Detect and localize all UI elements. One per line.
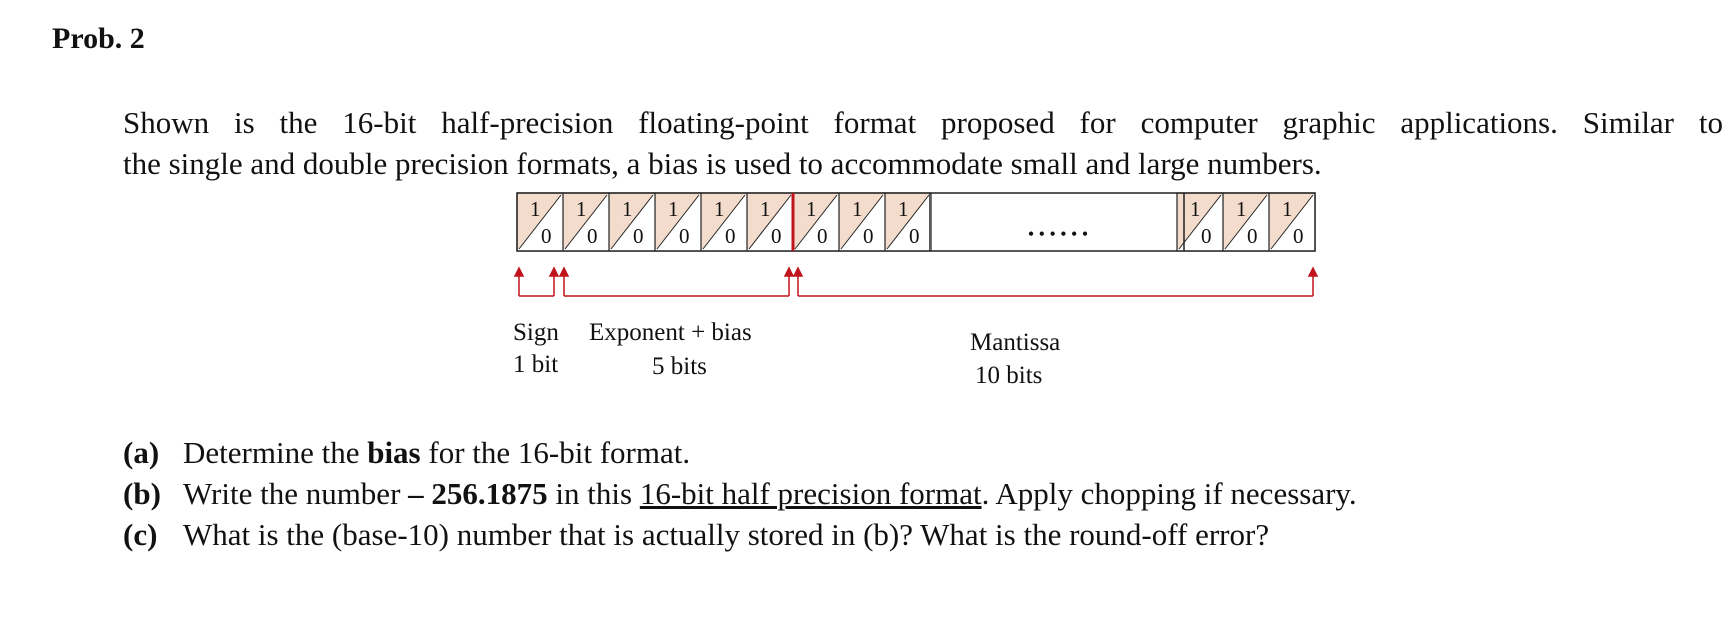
question-text: Write the number – 256.1875 in this 16-b… (183, 476, 1357, 511)
bit-bottom-digit: 0 (817, 224, 828, 248)
bit-top-digit: 1 (714, 197, 725, 221)
bit-bottom-digit: 0 (909, 224, 920, 248)
bit-top-digit: 1 (760, 197, 771, 221)
bit-top-digit: 1 (1282, 197, 1293, 221)
ellipsis-dots: • • • • • • (1028, 224, 1088, 244)
field-arrows (513, 266, 1319, 297)
bit-bottom-digit: 0 (541, 224, 552, 248)
bit-top-digit: 1 (576, 197, 587, 221)
bit-cell: 10 (700, 192, 748, 252)
intro-paragraph: Shown is the 16-bit half-precision float… (123, 102, 1723, 184)
bit-cell: 10 (838, 192, 886, 252)
bit-top-digit: 1 (806, 197, 817, 221)
bit-top-digit: 1 (1236, 197, 1247, 221)
format-link-text: 16-bit half precision format (639, 476, 982, 511)
question-text: What is the (base-10) number that is act… (183, 517, 1270, 552)
sign-label: Sign (513, 319, 559, 346)
bit-cell: 10 (1268, 192, 1316, 252)
question-list: (a) Determine the bias for the 16-bit fo… (123, 432, 1357, 555)
problem-title: Prob. 2 (52, 22, 145, 55)
bit-bottom-digit: 0 (1247, 224, 1258, 248)
question-text: Determine the bias for the 16-bit format… (183, 435, 691, 470)
intro-line-1: Shown is the 16-bit half-precision float… (123, 105, 1723, 140)
question-label: (a) (123, 435, 160, 470)
bit-top-digit: 1 (1190, 197, 1201, 221)
bit-bottom-digit: 0 (587, 224, 598, 248)
bit-top-digit: 1 (852, 197, 863, 221)
question-c: (c) What is the (base-10) number that is… (123, 514, 1357, 555)
bit-top-digit: 1 (898, 197, 909, 221)
question-label: (c) (123, 517, 158, 552)
question-label: (b) (123, 476, 161, 511)
exponent-size: 5 bits (652, 353, 707, 380)
bit-top-digit: 1 (622, 197, 633, 221)
register-outline (516, 192, 1316, 252)
bit-cell: 10 (608, 192, 656, 252)
question-b: (b) Write the number – 256.1875 in this … (123, 473, 1357, 514)
bit-cell: 10 (654, 192, 702, 252)
bit-bottom-digit: 0 (633, 224, 644, 248)
bit-bottom-digit: 0 (863, 224, 874, 248)
bit-cell: 10 (516, 192, 564, 252)
bit-bottom-digit: 0 (725, 224, 736, 248)
bit-cell: 10 (562, 192, 610, 252)
bit-cell: 10 (884, 192, 932, 252)
bit-top-digit: 1 (530, 197, 541, 221)
bit-cell: 10 (746, 192, 794, 252)
bit-cell: 10 (792, 192, 840, 252)
bit-top-digit: 1 (668, 197, 679, 221)
bit-bottom-digit: 0 (679, 224, 690, 248)
bit-bottom-digit: 0 (1201, 224, 1212, 248)
bit-bottom-digit: 0 (771, 224, 782, 248)
intro-line-2: the single and double precision formats,… (123, 146, 1322, 181)
bit-bottom-digit: 0 (1293, 224, 1304, 248)
exponent-label: Exponent + bias (589, 319, 752, 346)
question-a: (a) Determine the bias for the 16-bit fo… (123, 432, 1357, 473)
mantissa-label: Mantissa (970, 329, 1060, 356)
sign-size: 1 bit (513, 351, 558, 378)
bit-cell: 10 (1176, 192, 1224, 252)
bit-cell: 10 (1222, 192, 1270, 252)
mantissa-size: 10 bits (975, 362, 1042, 389)
